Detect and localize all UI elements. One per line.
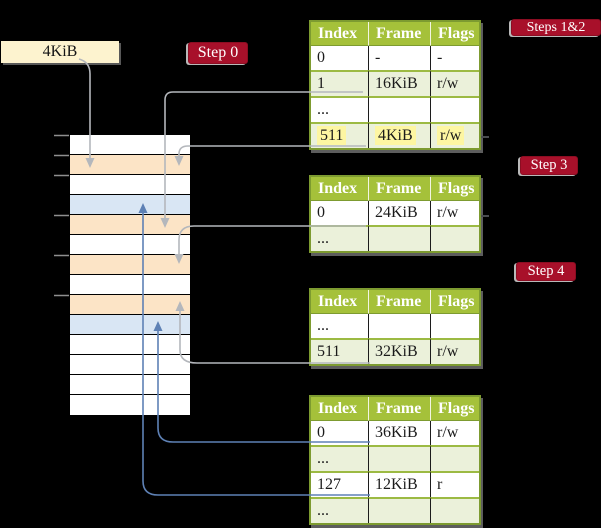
memory-row <box>70 355 190 375</box>
table-row: ... <box>311 225 479 251</box>
table-header-row: Index Frame Flags <box>311 22 479 46</box>
page-table-steps-1-2: Index Frame Flags 0 - - 1 16KiB r/w ... … <box>309 20 481 150</box>
page-table-step-4-upper: Index Frame Flags ... 511 32KiB r/w <box>309 288 481 366</box>
badge-step-3: Step 3 <box>520 156 578 175</box>
memory-tick-marks <box>54 134 69 297</box>
row-pointer-stubs <box>481 136 489 217</box>
column-header-frame: Frame <box>368 290 430 314</box>
table-row: 1 16KiB r/w <box>311 70 479 96</box>
memory-row <box>70 255 190 275</box>
memory-row <box>70 335 190 355</box>
page-table-step-4-lower: Index Frame Flags 0 36KiB r/w ... 127 12… <box>309 395 481 525</box>
memory-row <box>70 175 190 195</box>
highlighted-value: r/w <box>437 126 465 145</box>
column-header-frame: Frame <box>368 177 430 201</box>
memory-row <box>70 315 190 335</box>
table-header-row: Index Frame Flags <box>311 290 479 314</box>
column-header-flags: Flags <box>430 290 479 314</box>
column-header-index: Index <box>311 397 368 421</box>
column-header-index: Index <box>311 290 368 314</box>
column-header-index: Index <box>311 177 368 201</box>
memory-row <box>70 195 190 215</box>
table-row: 0 24KiB r/w <box>311 201 479 225</box>
memory-row <box>70 375 190 395</box>
memory-row <box>70 275 190 295</box>
badge-step-0: Step 0 <box>188 42 248 64</box>
frame-size-label: 4KiB <box>1 41 119 63</box>
table-row: 511 32KiB r/w <box>311 338 479 364</box>
table-row: 0 - - <box>311 46 479 70</box>
memory-row <box>70 155 190 175</box>
page-table-step-3: Index Frame Flags 0 24KiB r/w ... <box>309 175 481 253</box>
column-header-frame: Frame <box>368 22 430 46</box>
column-header-flags: Flags <box>430 397 479 421</box>
column-header-index: Index <box>311 22 368 46</box>
badge-steps-1-2: Steps 1&2 <box>511 19 601 36</box>
highlighted-value: 4KiB <box>375 126 416 145</box>
table-row-highlighted: 511 4KiB r/w <box>311 122 479 148</box>
memory-row <box>70 295 190 315</box>
memory-row <box>70 215 190 235</box>
table-header-row: Index Frame Flags <box>311 177 479 201</box>
column-header-flags: Flags <box>430 22 479 46</box>
badge-step-4: Step 4 <box>516 262 576 281</box>
highlighted-value: 511 <box>317 126 347 145</box>
table-row: 0 36KiB r/w <box>311 421 479 445</box>
column-header-flags: Flags <box>430 177 479 201</box>
table-header-row: Index Frame Flags <box>311 397 479 421</box>
table-row: ... <box>311 445 479 471</box>
table-row: ... <box>311 96 479 122</box>
column-header-frame: Frame <box>368 397 430 421</box>
memory-row <box>70 135 190 155</box>
memory-row <box>70 395 190 415</box>
memory-row <box>70 235 190 255</box>
physical-memory-column <box>69 134 191 416</box>
table-row: ... <box>311 314 479 338</box>
table-row: ... <box>311 497 479 523</box>
table-row: 127 12KiB r <box>311 471 479 497</box>
